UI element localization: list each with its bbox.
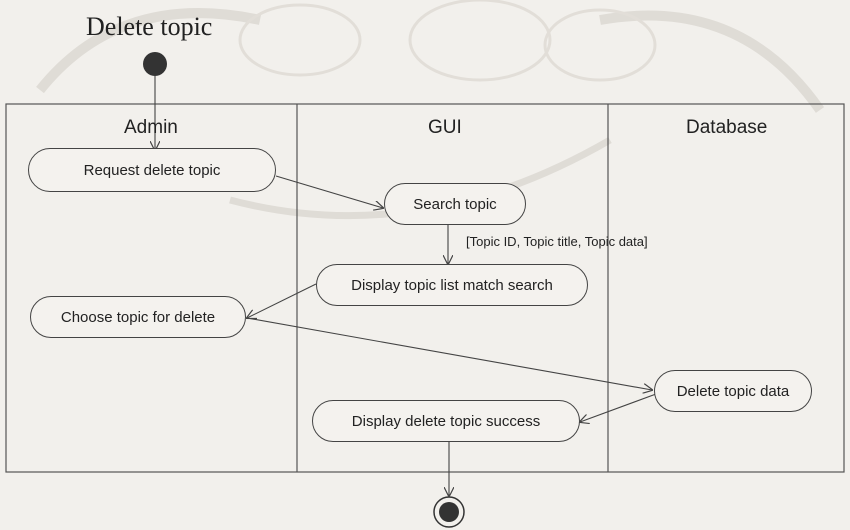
start-node [143,52,167,76]
lane-header-admin: Admin [124,117,178,138]
lane-header-gui: GUI [428,117,462,138]
activity-request-delete-topic: Request delete topic [28,148,276,192]
end-node [439,502,459,522]
diagram-title: Delete topic [86,12,213,41]
lane-header-database: Database [686,117,768,138]
activity-display-delete-success: Display delete topic success [312,400,580,442]
swimlane-frame [5,103,845,473]
activity-delete-topic-data: Delete topic data [654,370,812,412]
edge-choose-to-delete-data [246,317,652,390]
guard-condition: [Topic ID, Topic title, Topic data] [466,234,648,249]
activity-display-topic-list: Display topic list match search [316,264,588,306]
edge-display-list-to-choose [247,283,317,318]
activity-search-topic: Search topic [384,183,526,225]
end-node-ring [433,496,465,528]
edge-delete-data-to-success [580,393,657,422]
activity-choose-topic-for-delete: Choose topic for delete [30,296,246,338]
edge-request-to-search [275,175,383,208]
